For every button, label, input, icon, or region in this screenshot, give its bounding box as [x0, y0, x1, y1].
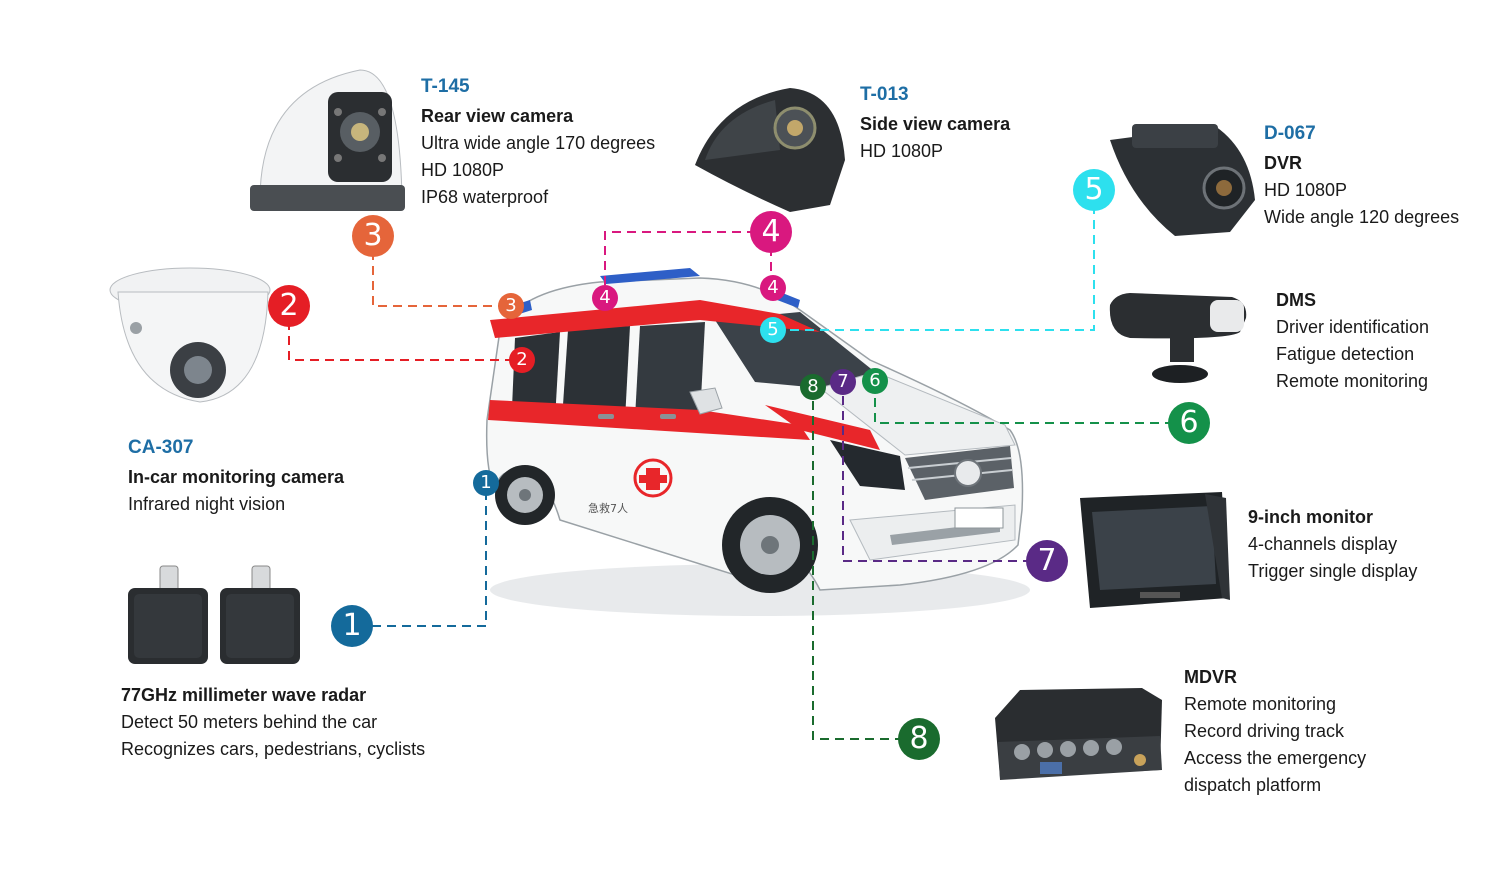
connectors [288, 190, 1189, 740]
product-feature: IP68 waterproof [421, 187, 549, 207]
product-feature: dispatch platform [1184, 775, 1322, 795]
connector-1 [372, 483, 487, 627]
marker-2-large: 2 [268, 285, 310, 327]
marker-8-small: 8 [800, 374, 826, 400]
ambulance-illustration: 急救7人 [485, 268, 1030, 616]
product-feature: Fatigue detection [1276, 344, 1415, 364]
connector-3 [372, 236, 511, 307]
product-feature: HD 1080P [421, 160, 505, 180]
product-block-t013: T-013 Side view camera HD 1080P [860, 81, 1010, 165]
product-feature: Access the emergency [1184, 748, 1367, 768]
marker-4-small: 4 [592, 285, 618, 311]
side-view-camera-illustration [695, 88, 845, 212]
rear-view-camera-illustration [250, 69, 405, 211]
marker-3-small: 3 [498, 293, 524, 319]
connector-7 [842, 382, 1047, 562]
radar-illustration [128, 565, 300, 664]
product-feature: HD 1080P [860, 141, 944, 161]
product-feature: Wide angle 120 degrees [1264, 207, 1460, 227]
connector-2 [288, 306, 522, 361]
product-block-mdvr: MDVR Remote monitoring Record driving tr… [1184, 664, 1366, 799]
rear-wheel [495, 465, 555, 525]
product-feature: Recognizes cars, pedestrians, cyclists [121, 739, 426, 759]
product-code: D-067 [1264, 123, 1316, 144]
marker-7-large: 7 [1026, 540, 1068, 582]
product-feature: Record driving track [1184, 721, 1345, 741]
product-name: Rear view camera [421, 106, 574, 126]
product-name: DMS [1276, 290, 1316, 310]
marker-7-small: 7 [830, 369, 856, 395]
product-block-d067: D-067 DVR HD 1080P Wide angle 120 degree… [1264, 120, 1459, 231]
product-name: 77GHz millimeter wave radar [121, 685, 367, 705]
marker-4-small: 4 [760, 275, 786, 301]
dome-camera-illustration [109, 267, 271, 403]
connector-4a [604, 231, 771, 298]
product-code: T-145 [421, 76, 470, 97]
vehicle-side-text: 急救7人 [588, 501, 628, 515]
product-name: MDVR [1184, 667, 1237, 687]
mdvr-illustration [995, 688, 1162, 780]
front-wheel [722, 497, 818, 593]
monitor-illustration [1080, 492, 1230, 608]
product-feature: HD 1080P [1264, 180, 1348, 200]
product-name: Side view camera [860, 114, 1011, 134]
product-code: T-013 [860, 84, 909, 105]
product-block-monitor: 9-inch monitor 4-channels display Trigge… [1248, 504, 1417, 585]
marker-5-large: 5 [1073, 169, 1115, 211]
product-block-dms: DMS Driver identification Fatigue detect… [1276, 287, 1429, 395]
product-feature: Driver identification [1276, 317, 1430, 337]
dms-illustration [1109, 293, 1247, 383]
product-feature: Ultra wide angle 170 degrees [421, 133, 656, 153]
connector-8 [812, 387, 919, 740]
marker-1-large: 1 [331, 605, 373, 647]
product-code: CA-307 [128, 437, 194, 458]
product-block-t145: T-145 Rear view camera Ultra wide angle … [421, 73, 655, 211]
connector-5 [773, 190, 1095, 331]
marker-8-large: 8 [898, 718, 940, 760]
product-block-radar: 77GHz millimeter wave radar Detect 50 me… [121, 682, 425, 763]
dvr-illustration [1110, 124, 1255, 236]
marker-1-small: 1 [473, 470, 499, 496]
product-name: DVR [1264, 153, 1303, 173]
product-name: In-car monitoring camera [128, 467, 345, 487]
product-name: 9-inch monitor [1248, 507, 1373, 527]
marker-5-small: 5 [760, 317, 786, 343]
product-feature: Remote monitoring [1276, 371, 1429, 391]
marker-6-large: 6 [1168, 402, 1210, 444]
product-feature: Remote monitoring [1184, 694, 1337, 714]
marker-6-small: 6 [862, 368, 888, 394]
marker-4-large: 4 [750, 211, 792, 253]
product-feature: Detect 50 meters behind the car [121, 712, 378, 732]
marker-3-large: 3 [352, 215, 394, 257]
marker-2-small: 2 [509, 347, 535, 373]
product-feature: Trigger single display [1248, 561, 1418, 581]
product-feature: 4-channels display [1248, 534, 1398, 554]
product-feature: Infrared night vision [128, 494, 286, 514]
product-block-ca307: CA-307 In-car monitoring camera Infrared… [128, 434, 344, 518]
